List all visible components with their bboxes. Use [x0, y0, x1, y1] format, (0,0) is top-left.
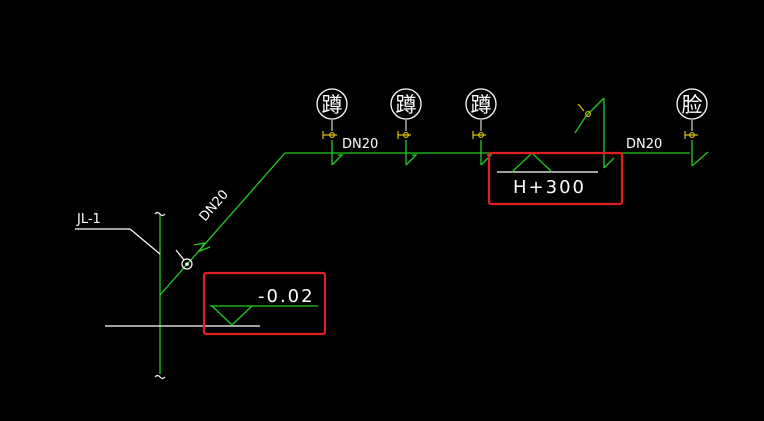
fixture-branch-3: 蹲 — [465, 88, 497, 166]
fixture-squat-toilet-1-symbol — [316, 88, 348, 120]
valve-stem — [175, 249, 185, 261]
valve-center-dot — [185, 262, 189, 266]
riser-top-break — [154, 211, 166, 217]
upper-riser-branch — [574, 97, 615, 169]
riser-bottom-break — [154, 374, 166, 380]
elevation-marker-base: -0.02 — [210, 286, 318, 326]
fixture-branch-2: 蹲 — [390, 88, 422, 166]
fixture-squat-toilet-2-symbol — [390, 88, 422, 120]
elevation-branch-label: H+300 — [513, 177, 586, 198]
diagonal-pipe-break-symbol — [193, 242, 211, 253]
fixture-branch-1: 蹲 — [316, 88, 348, 166]
fixture-squat-toilet-2-label: 蹲 — [396, 93, 417, 117]
riser-tag: JL-1 — [76, 212, 101, 227]
fixture-squat-toilet-3-symbol — [465, 88, 497, 120]
valve-icon — [181, 258, 193, 270]
fixture-washbasin-label: 脸 — [682, 93, 703, 117]
fixture-squat-toilet-3-label: 蹲 — [471, 93, 492, 117]
fixture-squat-toilet-1-label: 蹲 — [322, 93, 343, 117]
elevation-base-label: -0.02 — [258, 286, 315, 307]
diagonal-supply-pipe — [159, 152, 286, 296]
branch-pipe-size-label-2: DN20 — [626, 137, 662, 152]
elevation-marker-branch: H+300 — [497, 152, 598, 198]
highlight-box-base-elevation — [202, 271, 327, 336]
fixture-washbasin-symbol — [676, 88, 708, 120]
riser-tag-leader-diagonal — [129, 228, 161, 255]
highlight-box-branch-elevation — [487, 151, 624, 206]
branch-pipe-size-label-1: DN20 — [342, 137, 378, 152]
fixture-branch-4: 脸 — [676, 88, 709, 167]
